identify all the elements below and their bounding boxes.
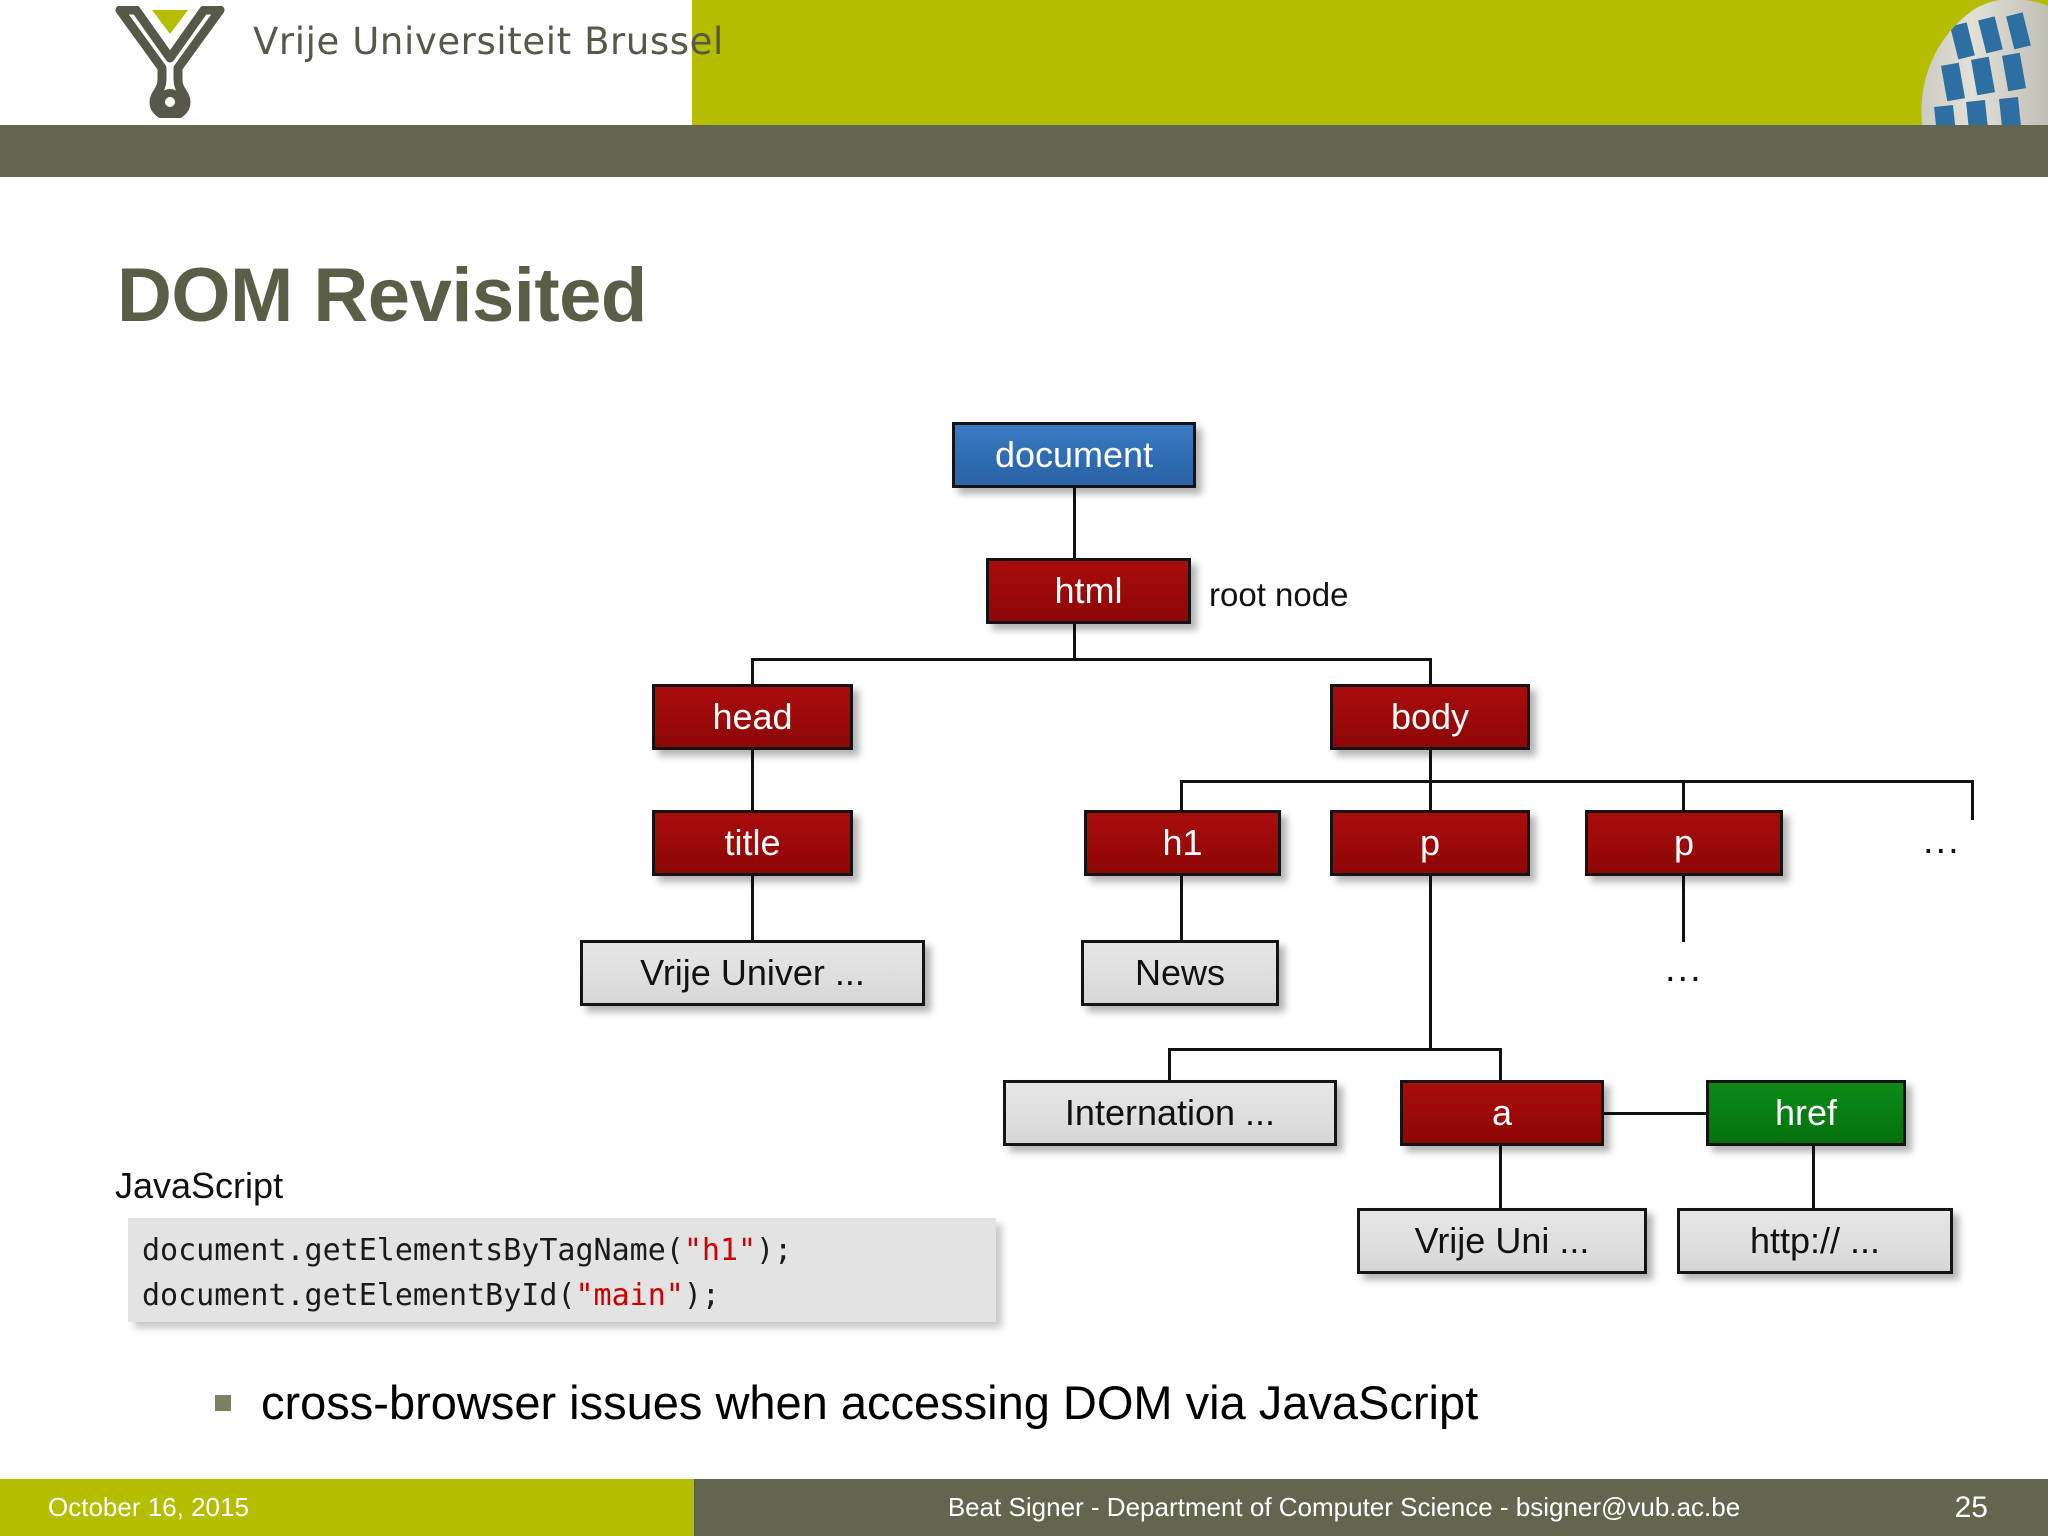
edge-document-html: [1073, 488, 1076, 558]
tree-node-label: body: [1390, 696, 1470, 737]
tree-node-title-text[interactable]: Vrije Univer ...: [580, 940, 925, 1006]
tree-node-head[interactable]: head: [652, 684, 853, 750]
code-line-1-string: "h1": [683, 1233, 757, 1268]
tree-node-label: document: [994, 434, 1154, 475]
tree-node-label: head: [712, 696, 793, 737]
edge-p1-bar: [1168, 1048, 1502, 1051]
edge-body-down: [1429, 750, 1432, 782]
tree-node-label: http:// ...: [1749, 1220, 1881, 1261]
edge-head-title: [751, 750, 754, 810]
footer-info-area: Beat Signer - Department of Computer Sci…: [694, 1479, 2048, 1536]
tree-node-label: Internation ...: [1064, 1092, 1276, 1133]
edge-body-p1: [1429, 780, 1432, 810]
edge-p1-text: [1168, 1048, 1171, 1080]
page-title: DOM Revisited: [117, 253, 647, 338]
square-bullet-icon: [215, 1394, 231, 1411]
edge-body-p2: [1682, 780, 1685, 810]
slide-header: Vrije Universiteit Brussel: [0, 0, 2048, 177]
header-white-block: [0, 0, 692, 125]
javascript-code-block: document.getElementsByTagName("h1"); doc…: [128, 1218, 996, 1322]
code-line-1-post: );: [756, 1233, 793, 1268]
tree-node-html[interactable]: html: [986, 558, 1191, 624]
tree-node-label: p: [1419, 822, 1441, 863]
tree-node-label: News: [1134, 952, 1226, 993]
tree-node-label: html: [1054, 570, 1123, 611]
edge-body-h1: [1180, 780, 1183, 810]
tree-node-label: title: [724, 822, 781, 863]
tree-node-title[interactable]: title: [652, 810, 853, 876]
edge-body-more: [1971, 780, 1974, 820]
edge-a-href: [1602, 1112, 1708, 1115]
tree-node-document[interactable]: document: [952, 422, 1196, 488]
tree-node-h1-text[interactable]: News: [1081, 940, 1279, 1006]
footer-date: October 16, 2015: [48, 1492, 249, 1522]
footer-date-area: October 16, 2015: [0, 1479, 694, 1536]
tree-node-label: href: [1774, 1092, 1838, 1133]
edge-html-down: [1073, 624, 1076, 660]
javascript-label: JavaScript: [115, 1165, 284, 1206]
tree-node-label: Vrije Uni ...: [1414, 1220, 1590, 1261]
university-name: Vrije Universiteit Brussel: [253, 20, 724, 63]
tree-node-h1[interactable]: h1: [1084, 810, 1281, 876]
bullet-item: cross-browser issues when accessing DOM …: [215, 1375, 1478, 1430]
code-line-1: document.getElementsByTagName("h1");: [142, 1228, 996, 1273]
bullet-text: cross-browser issues when accessing DOM …: [261, 1376, 1479, 1429]
tree-node-href-text[interactable]: http:// ...: [1677, 1208, 1953, 1274]
tree-node-href[interactable]: href: [1706, 1080, 1906, 1146]
edge-html-bar: [751, 658, 1432, 661]
tree-node-label: h1: [1162, 822, 1203, 863]
root-node-annotation: root node: [1209, 576, 1349, 613]
page-number: 25: [1954, 1490, 1988, 1524]
edge-title-text: [751, 876, 754, 940]
code-line-2: document.getElementById("main");: [142, 1273, 996, 1318]
code-line-1-pre: document.getElementsByTagName(: [142, 1233, 684, 1268]
edge-a-text: [1499, 1146, 1502, 1208]
tree-node-label: p: [1673, 822, 1695, 863]
edge-h1-text: [1180, 876, 1183, 940]
tree-node-body[interactable]: body: [1330, 684, 1530, 750]
edge-p1-a: [1499, 1048, 1502, 1080]
tree-node-label: a: [1491, 1092, 1513, 1133]
edge-p1-down: [1429, 876, 1432, 1050]
code-line-2-pre: document.getElementById(: [142, 1278, 576, 1313]
slide-footer: October 16, 2015 Beat Signer - Departmen…: [0, 1479, 2048, 1536]
edge-html-head: [751, 658, 754, 684]
tree-node-p-text[interactable]: Internation ...: [1003, 1080, 1337, 1146]
tree-node-p-first[interactable]: p: [1330, 810, 1530, 876]
tree-node-a-text[interactable]: Vrije Uni ...: [1357, 1208, 1647, 1274]
tree-node-a[interactable]: a: [1400, 1080, 1604, 1146]
code-line-2-string: "main": [575, 1278, 684, 1313]
tree-node-p-second[interactable]: p: [1585, 810, 1783, 876]
tree-ellipsis-body-more: ...: [1923, 820, 1961, 862]
tree-ellipsis-p-second-child: ...: [1665, 948, 1703, 990]
tree-node-label: Vrije Univer ...: [640, 952, 865, 993]
code-line-2-post: );: [683, 1278, 720, 1313]
edge-html-body: [1429, 658, 1432, 684]
footer-author-info: Beat Signer - Department of Computer Sci…: [947, 1492, 1741, 1522]
edge-p2-ellipsis: [1682, 876, 1685, 942]
edge-body-bar: [1180, 780, 1973, 783]
header-dark-band: [0, 125, 2048, 177]
edge-href-text: [1812, 1146, 1815, 1208]
vub-logo-icon: [112, 5, 228, 121]
